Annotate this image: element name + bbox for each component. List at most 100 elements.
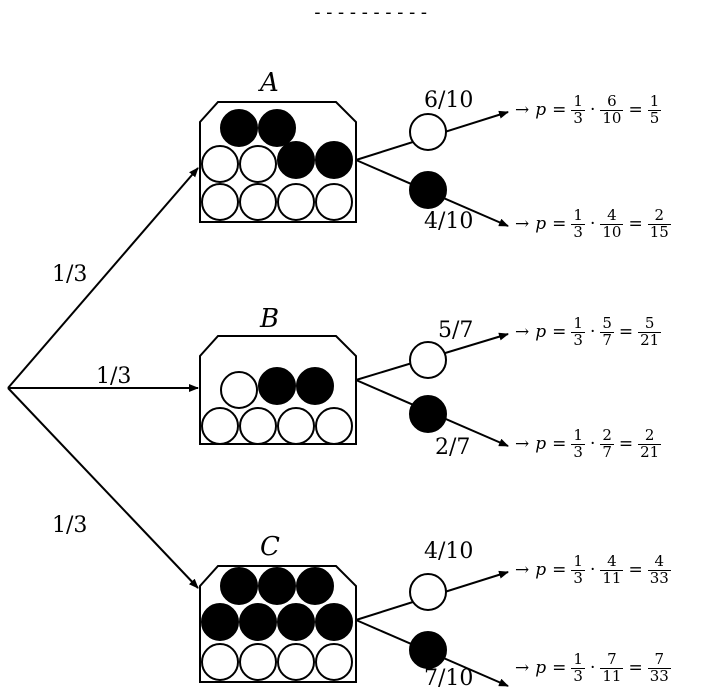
numerator: 4 <box>654 552 664 570</box>
equals-sign: = <box>628 100 643 121</box>
numerator: 6 <box>607 92 617 110</box>
outcome-black-ball <box>409 631 447 669</box>
numerator: 7 <box>607 650 617 668</box>
numerator: 1 <box>573 92 583 110</box>
ball-black <box>315 141 353 179</box>
dot-operator: · <box>589 100 596 121</box>
ball-white <box>239 145 277 183</box>
equals-sign: = <box>552 322 567 343</box>
denominator: 3 <box>571 108 585 127</box>
branch-label-b: 1/3 <box>96 364 132 389</box>
outcome-white-ball <box>409 341 447 379</box>
numerator: 4 <box>607 552 617 570</box>
dot-operator: · <box>589 560 596 581</box>
dot-operator: · <box>589 214 596 235</box>
numerator: 2 <box>644 426 655 444</box>
numerator: 4 <box>607 206 617 224</box>
denominator: 15 <box>647 222 671 241</box>
ball-black <box>239 603 277 641</box>
prob-c-black: 7/10 <box>424 666 474 691</box>
arrow-icon: → <box>515 322 530 343</box>
equals-sign: = <box>628 658 643 679</box>
numerator: 1 <box>573 206 583 224</box>
denominator: 21 <box>638 442 662 461</box>
ball-white <box>277 643 315 681</box>
urn-b-name: B <box>260 304 280 334</box>
numerator: 7 <box>654 650 664 668</box>
prob-b-black: 2/7 <box>435 435 471 460</box>
ball-white <box>239 183 277 221</box>
denominator: 33 <box>647 568 671 587</box>
ball-black <box>258 109 296 147</box>
urn-c-name: C <box>260 532 280 562</box>
ball-black <box>201 603 239 641</box>
ball-white <box>201 407 239 445</box>
numerator: 1 <box>573 426 583 444</box>
equals-sign: = <box>628 560 643 581</box>
denominator: 3 <box>571 442 585 461</box>
p-symbol: p <box>535 560 547 581</box>
ball-white <box>201 145 239 183</box>
ball-white <box>277 183 315 221</box>
denominator: 3 <box>571 666 585 685</box>
ball-black <box>220 109 258 147</box>
outcome-black-ball <box>409 171 447 209</box>
prob-c-white: 4/10 <box>424 539 474 564</box>
ball-black <box>296 567 334 605</box>
equals-sign: = <box>618 322 634 343</box>
ball-white <box>315 407 353 445</box>
p-symbol: p <box>535 214 547 235</box>
outcome-black-ball <box>409 395 447 433</box>
equals-sign: = <box>618 434 634 455</box>
ball-black <box>258 367 296 405</box>
numerator: 1 <box>573 314 583 332</box>
equals-sign: = <box>552 658 567 679</box>
denominator: 10 <box>600 222 624 241</box>
numerator: 2 <box>654 206 664 224</box>
ball-black <box>315 603 353 641</box>
denominator: 11 <box>600 666 624 685</box>
denominator: 21 <box>638 330 662 349</box>
arrow-icon: → <box>515 100 530 121</box>
arrow-icon: → <box>515 658 530 679</box>
denominator: 11 <box>600 568 624 587</box>
prob-b-white: 5/7 <box>438 318 474 343</box>
ball-white <box>277 407 315 445</box>
ball-black <box>296 367 334 405</box>
ball-white <box>201 183 239 221</box>
ball-white <box>315 183 353 221</box>
header-dashes: ---------- <box>312 2 431 23</box>
urn-a <box>199 101 357 223</box>
p-symbol: p <box>535 658 547 679</box>
dot-operator: · <box>589 434 596 455</box>
equals-sign: = <box>552 100 567 121</box>
denominator: 10 <box>600 108 624 127</box>
dot-operator: · <box>589 658 596 679</box>
dot-operator: · <box>589 322 596 343</box>
equals-sign: = <box>552 560 567 581</box>
ball-black <box>277 141 315 179</box>
ball-white <box>220 371 258 409</box>
numerator: 1 <box>573 552 583 570</box>
urn-b <box>199 335 357 445</box>
outcome-white-ball <box>409 113 447 151</box>
branch-label-a: 1/3 <box>52 262 88 287</box>
denominator: 7 <box>600 442 614 461</box>
